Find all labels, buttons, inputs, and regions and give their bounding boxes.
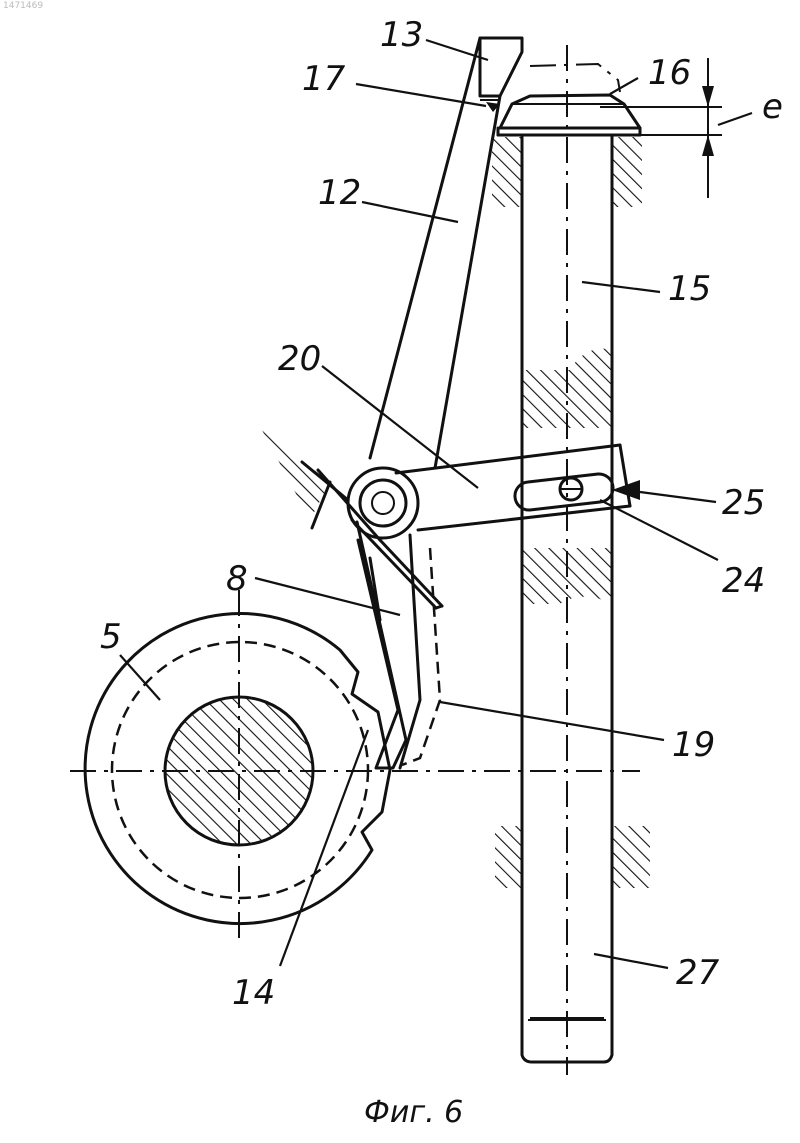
lever-12	[370, 38, 522, 468]
shaft-head-16	[498, 64, 640, 135]
upper-support-left	[492, 137, 522, 207]
label-15: 15	[668, 269, 711, 309]
label-12: 12	[318, 173, 361, 213]
label-25: 25	[722, 483, 765, 523]
label-16: 16	[648, 53, 691, 93]
label-19: 19	[672, 725, 715, 765]
label-5: 5	[100, 617, 122, 657]
label-8: 8	[226, 559, 248, 599]
lower-support-left	[495, 826, 523, 888]
label-20: 20	[278, 339, 321, 379]
dimension-e-label: e	[762, 87, 783, 127]
vertical-shaft	[492, 45, 650, 1075]
label-13: 13	[380, 15, 423, 55]
corner-number: 1471469	[3, 1, 43, 11]
upper-support-right	[612, 137, 642, 207]
lower-support-right	[612, 826, 650, 888]
link-20	[396, 445, 640, 530]
label-24: 24	[722, 561, 765, 601]
label-27: 27	[676, 953, 720, 993]
figure-caption: Фиг. 6	[364, 1095, 463, 1130]
label-14: 14	[232, 973, 275, 1013]
part-labels: 13 17 16 12 15 20 25 24 8 5 19 14 27	[100, 15, 765, 1013]
label-17: 17	[302, 59, 346, 99]
